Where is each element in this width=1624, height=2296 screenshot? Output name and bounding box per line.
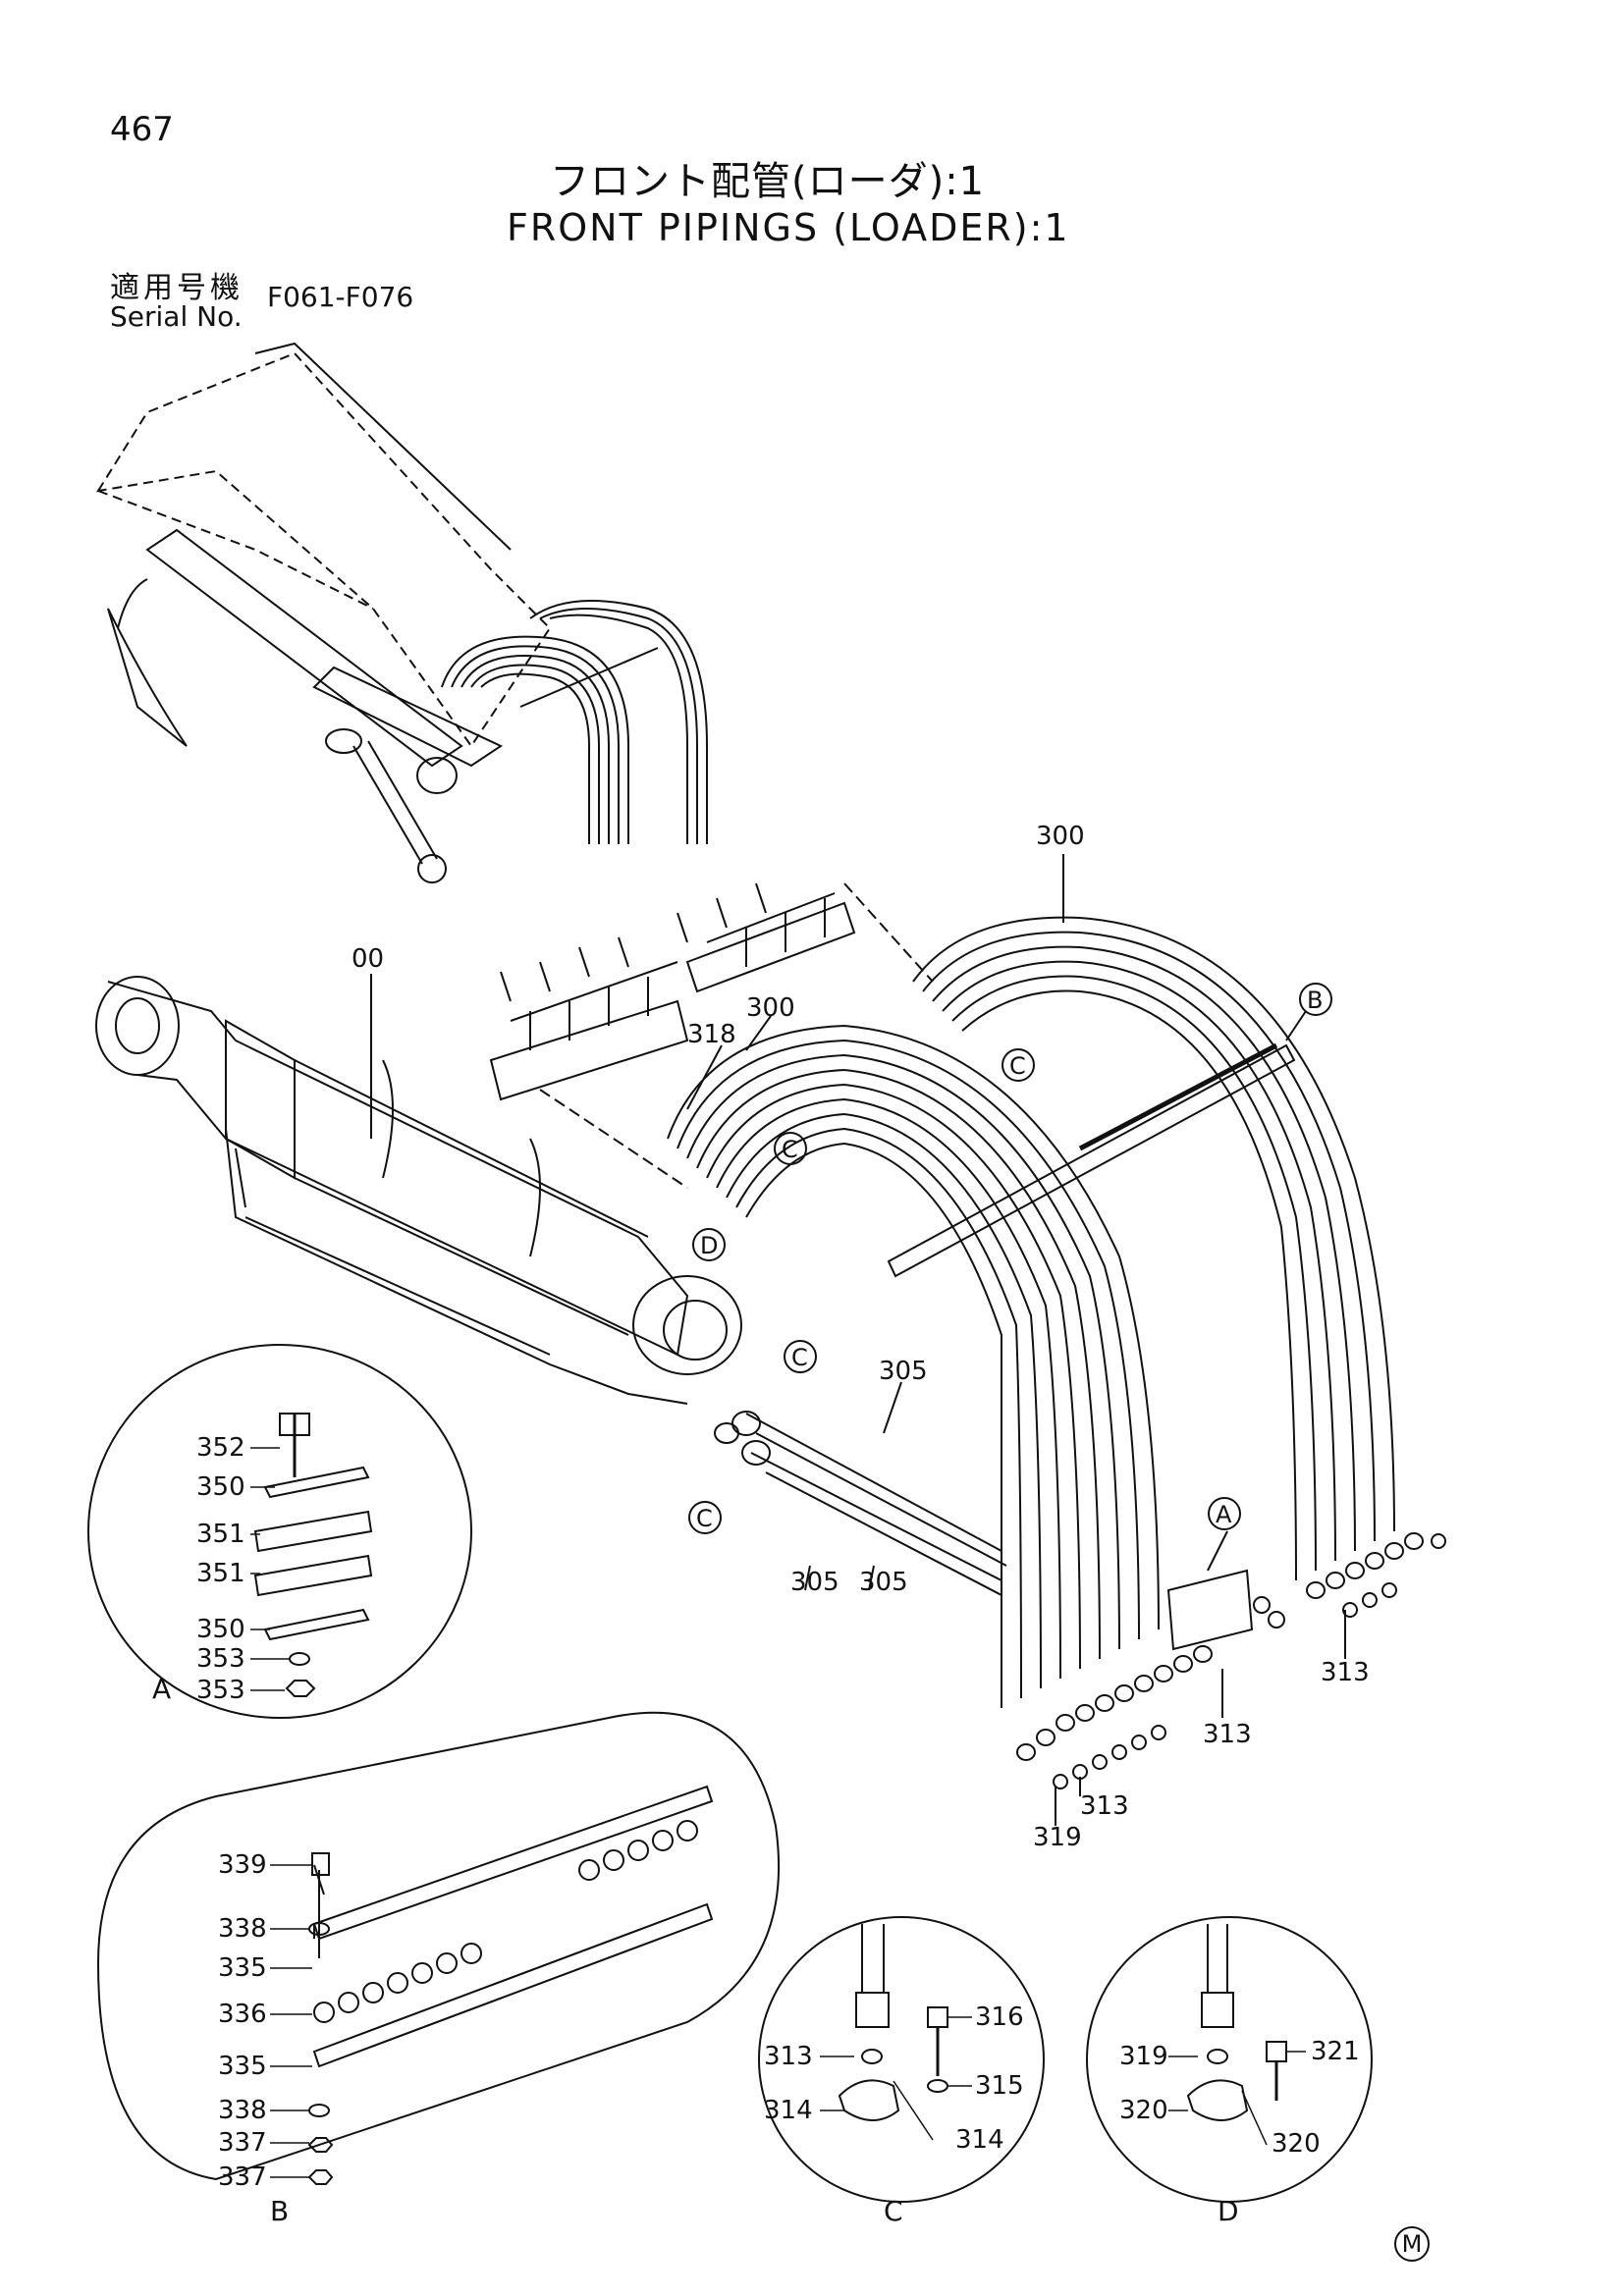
detail-c-labels: 316 313 315 314 314 C: [764, 2002, 1024, 2227]
leader-fittings-right: [843, 882, 934, 983]
callout-335-top: 335: [218, 1953, 267, 1983]
callout-316: 316: [975, 2002, 1024, 2032]
callout-337-top: 337: [218, 2128, 267, 2158]
callout-319: 319: [1119, 2042, 1168, 2071]
callout-321: 321: [1311, 2037, 1360, 2066]
callout-335-bottom: 335: [218, 2052, 267, 2081]
detail-a-labels: 352 350 351 351 350 353 353 A: [152, 1433, 245, 1705]
leader-fittings-left: [539, 1089, 688, 1189]
inset-letter-c: C: [884, 2195, 903, 2227]
serial-label-english: Serial No.: [110, 300, 243, 333]
detail-a-inset: [87, 1344, 472, 1719]
callout-300: 300: [746, 993, 795, 1023]
callout-320-left: 320: [1119, 2096, 1168, 2125]
callout-314-right: 314: [955, 2125, 1004, 2155]
callout-313-front: 313: [1080, 1791, 1129, 1821]
page-number: 467: [110, 110, 174, 149]
detail-b-labels: 339 338 335 336 335 338 337 337 B: [218, 1850, 289, 2227]
fitting: [1253, 1596, 1271, 1614]
callout-305-left: 305: [790, 1568, 839, 1597]
callout-labels: 00 300 300 318 305 305 305 313 313 313 3…: [352, 822, 1370, 1852]
reference-letters: B A C C C C D: [688, 983, 1332, 1534]
serial-label-japanese: 適用号機: [110, 271, 244, 305]
callout-300-top: 300: [1036, 822, 1085, 851]
letter-c-top: C: [1009, 1052, 1026, 1080]
callout-351-bottom: 351: [196, 1559, 245, 1588]
boom-cylinder: [95, 976, 742, 1405]
detail-c-inset: [758, 1916, 1045, 2203]
letter-c-right: C: [791, 1344, 808, 1371]
hose-arch-front: [667, 1024, 1160, 1708]
hose-clamp-bar: [887, 1043, 1296, 1278]
letter-c-left: C: [696, 1505, 713, 1532]
callout-00: 00: [352, 944, 384, 974]
hose-end-fittings-rear: [1306, 1532, 1446, 1618]
callout-305-top: 305: [879, 1357, 928, 1386]
callout-339: 339: [218, 1850, 267, 1880]
clamp-bar-highlight: [1078, 1042, 1278, 1151]
fitting-block-right: [677, 882, 856, 993]
letter-d: D: [700, 1232, 718, 1259]
callout-305-right: 305: [859, 1568, 908, 1597]
letter-a: A: [1216, 1501, 1232, 1528]
callout-353-bottom: 353: [196, 1676, 245, 1705]
callout-353-top: 353: [196, 1644, 245, 1674]
callout-315: 315: [975, 2071, 1024, 2101]
pipes-305: [714, 1411, 1007, 1596]
inset-letter-a: A: [152, 1673, 171, 1705]
inset-letter-b: B: [270, 2195, 289, 2227]
serial-number-range: F061-F076: [267, 281, 414, 313]
fitting-block-left: [489, 936, 689, 1101]
overview-machine-sketch: [95, 342, 552, 883]
overview-hose-bundle: [441, 600, 708, 844]
callout-336: 336: [218, 2000, 267, 2029]
detail-d-inset: [1086, 1916, 1373, 2203]
callout-350-bottom: 350: [196, 1615, 245, 1644]
letter-c-mid: C: [782, 1136, 798, 1163]
detail-b-inset: [96, 1711, 780, 2185]
callout-351-top: 351: [196, 1520, 245, 1549]
callout-318: 318: [687, 1020, 736, 1049]
inset-letter-d: D: [1218, 2195, 1239, 2227]
callout-352: 352: [196, 1433, 245, 1463]
hose-end-fittings-front: [1016, 1645, 1213, 1789]
clamp-a-bracket: [1166, 1569, 1254, 1651]
callout-320-right: 320: [1272, 2129, 1321, 2159]
letter-b: B: [1307, 987, 1323, 1014]
callout-338-bottom: 338: [218, 2096, 267, 2125]
hose-fittings-in-clamp-b: [313, 1820, 698, 2023]
callout-314-left: 314: [764, 2096, 813, 2125]
callout-leaders: [370, 854, 1346, 1826]
callout-337-bottom: 337: [218, 2163, 267, 2192]
manufacturer-mark: M: [1394, 2226, 1430, 2262]
callout-338-top: 338: [218, 1914, 267, 1944]
fitting: [1268, 1611, 1285, 1629]
callout-319: 319: [1033, 1823, 1082, 1852]
callout-313-mid: 313: [1203, 1720, 1252, 1749]
callout-313-rear: 313: [1321, 1658, 1370, 1687]
title-english: FRONT PIPINGS (LOADER):1: [507, 206, 1070, 249]
title-japanese: フロント配管(ローダ):1: [550, 159, 986, 204]
detail-d-labels: 319 321 320 320 D: [1119, 2037, 1360, 2227]
callout-313: 313: [764, 2042, 813, 2071]
callout-350-top: 350: [196, 1472, 245, 1502]
